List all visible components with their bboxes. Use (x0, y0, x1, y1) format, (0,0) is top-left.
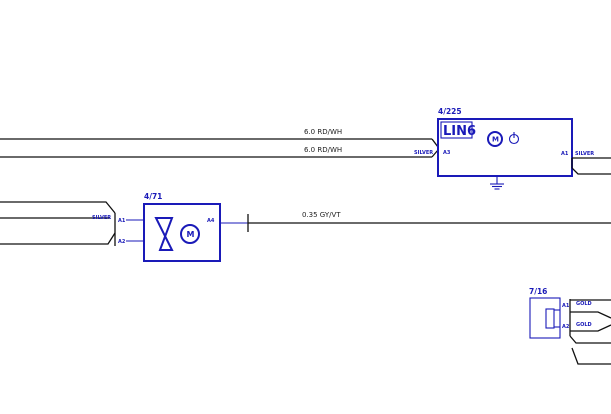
wire-group-lin6-right (571, 157, 611, 175)
fan-icon (154, 217, 174, 251)
wire-716-3[interactable] (570, 324, 611, 332)
fan-box (143, 203, 221, 262)
lin6-label-frame (440, 121, 473, 139)
wire-group-top: 6.0 RD/WH 6.0 RD/WH (0, 128, 439, 158)
component-switch-716[interactable]: 7/16 A1 A2 GOLD GOLD (529, 287, 592, 339)
fan-motor-icon (180, 224, 200, 244)
component-fan[interactable]: 4/71 M A4 (143, 192, 221, 262)
lin6-ref: 4/225 (438, 107, 462, 116)
switch716-ref: 7/16 (529, 287, 547, 296)
wire-label-w3: 0.35 GY/VT (302, 211, 341, 219)
lin6-pin-left: A3 (443, 150, 451, 156)
wire-label-w2: 6.0 RD/WH (304, 146, 342, 154)
wire-716-5[interactable] (571, 347, 611, 365)
wire-group-left: SILVER A1 A2 (0, 201, 144, 246)
switch716-box (529, 297, 561, 339)
fan-ref: 4/71 (144, 192, 162, 201)
wire-716-2[interactable] (570, 311, 611, 319)
wire-lin6-right-2[interactable] (571, 167, 611, 175)
fan-connector-color: SILVER (92, 215, 111, 221)
lin6-pin-right: A1 (561, 151, 569, 157)
fan-pin-a1: A1 (118, 218, 126, 224)
wire-group-fan-out: 0.35 GY/VT (220, 211, 611, 232)
wire-left-3[interactable] (0, 232, 116, 245)
switch716-pin-a1: A1 (562, 303, 570, 309)
wire-716-4[interactable] (569, 335, 611, 344)
wire-group-switch716-right (569, 299, 611, 365)
switch716-element (545, 308, 555, 329)
component-lin6[interactable]: 4/225 LIN6 M A3 A1 SILVER SILVER (414, 107, 594, 190)
power-icon (508, 132, 520, 145)
lin6-left-connector-color: SILVER (414, 150, 433, 156)
ground-icon (490, 176, 504, 190)
lin6-box (437, 118, 573, 177)
switch716-pin-a2: A2 (562, 324, 570, 330)
fan-pin-a2: A2 (118, 239, 126, 245)
wire-label-w1: 6.0 RD/WH (304, 128, 342, 136)
fan-pin-a4: A4 (207, 218, 215, 224)
lin6-motor-symbol: M (492, 136, 499, 144)
switch716-connector-color-top: GOLD (576, 301, 592, 307)
wire-left-1[interactable] (0, 201, 116, 214)
switch716-connector-color-bottom: GOLD (576, 322, 592, 328)
lin6-right-connector-color: SILVER (575, 151, 594, 157)
lin6-motor-icon (487, 131, 503, 147)
fan-motor-symbol: M (187, 230, 195, 239)
lin6-label: LIN6 (443, 124, 476, 139)
